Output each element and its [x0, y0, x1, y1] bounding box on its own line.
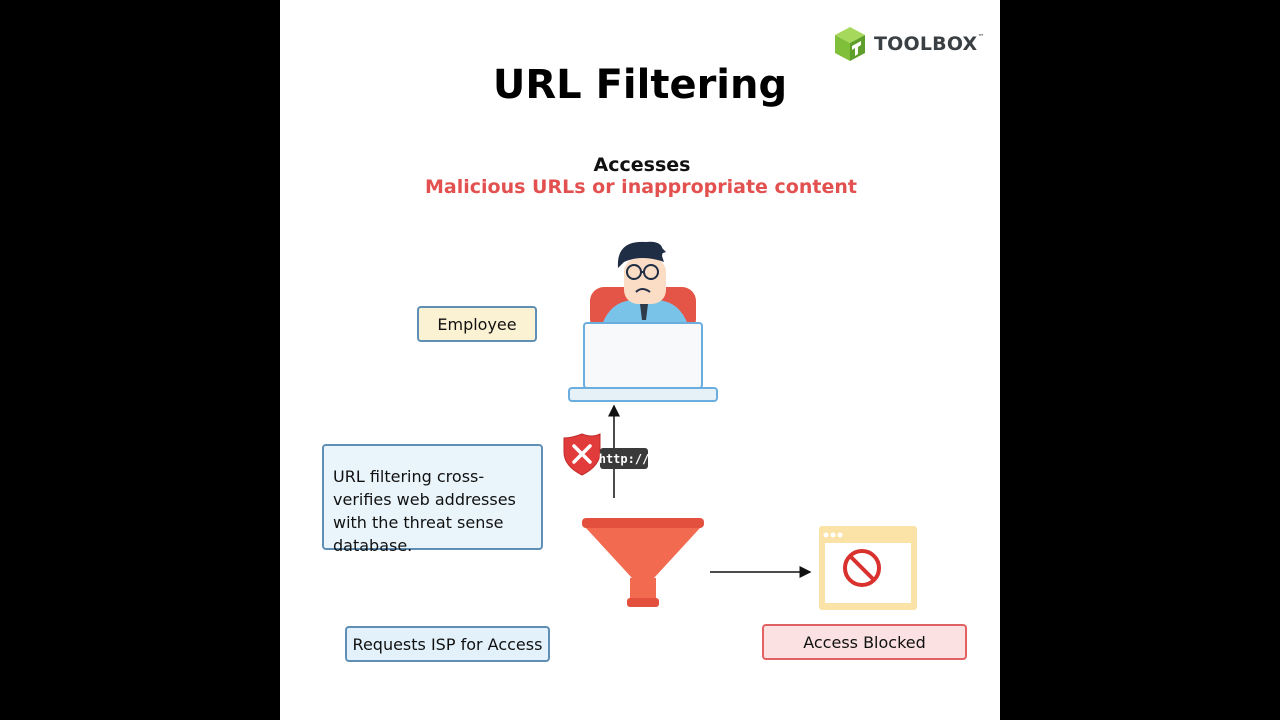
employee-label: Employee [417, 306, 537, 342]
request-isp-label: Requests ISP for Access [345, 626, 550, 662]
funnel-icon [582, 518, 704, 607]
access-blocked-label: Access Blocked [762, 624, 967, 660]
logo-text: TOOLBOX™ [874, 33, 985, 55]
info-text-box: URL filtering cross-verifies web address… [322, 444, 543, 555]
page-title: URL Filtering [492, 62, 788, 108]
diagram-graphics [563, 241, 917, 610]
cube-icon [835, 27, 865, 61]
employee-illustration [590, 241, 696, 333]
blocked-window-icon [819, 526, 917, 610]
diagram-canvas: TOOLBOX™ URL Filtering Accesses Maliciou… [280, 0, 1000, 720]
http-label: http:// [599, 448, 649, 469]
prohibited-icon [843, 549, 881, 587]
shield-x-icon [563, 433, 601, 476]
malicious-urls-label: Malicious URLs or inappropriate content [425, 176, 857, 198]
toolbox-logo: TOOLBOX™ [834, 26, 985, 62]
accesses-heading: Accesses [593, 154, 691, 176]
laptop-icon [568, 322, 718, 402]
